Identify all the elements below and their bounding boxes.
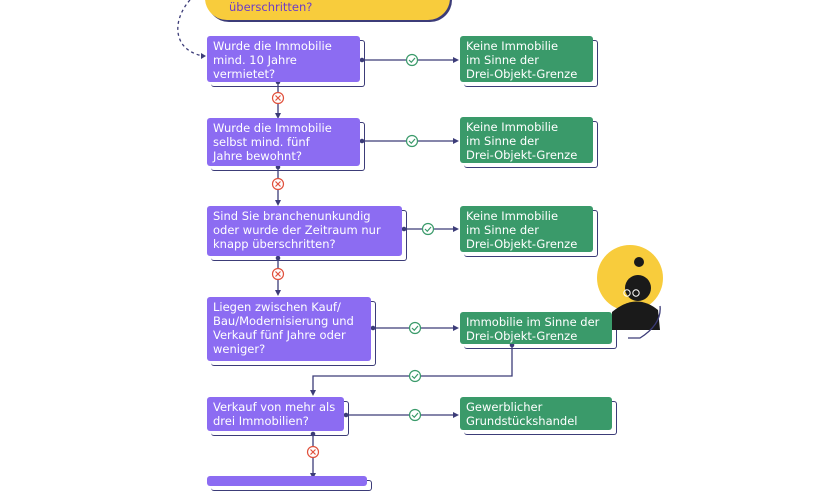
result-4-text: Immobilie im Sinne der Drei-Objekt-Grenz… <box>466 315 600 343</box>
check-icon <box>405 53 419 67</box>
question-3: Sind Sie branchenunkundig oder wurde der… <box>207 206 407 261</box>
check-icon <box>408 408 422 422</box>
cross-icon <box>271 177 285 191</box>
question-3-text: Sind Sie branchenunkundig oder wurde der… <box>213 209 381 251</box>
result-1: Keine Immobilie im Sinne der Drei-Objekt… <box>460 36 598 87</box>
question-4: Liegen zwischen Kauf/ Bau/Modernisierung… <box>207 297 376 366</box>
check-icons <box>405 53 435 422</box>
check-icon <box>421 222 435 236</box>
result-5-text: Gewerblicher Grundstückshandel <box>466 400 578 428</box>
cross-icon <box>271 91 285 105</box>
question-5: Verkauf von mehr als drei Immobilien? <box>207 397 349 436</box>
question-1-text: Wurde die Immobilie mind. 10 Jahre vermi… <box>213 39 332 81</box>
dashed-connector <box>177 0 204 57</box>
question-5-text: Verkauf von mehr als drei Immobilien? <box>213 400 336 428</box>
result-1-text: Keine Immobilie im Sinne der Drei-Objekt… <box>466 39 578 81</box>
result-2-text: Keine Immobilie im Sinne der Drei-Objekt… <box>466 120 578 162</box>
question-6-partial <box>207 476 372 491</box>
question-2: Wurde die Immobilie selbst mind. fünf Ja… <box>207 118 365 171</box>
cross-icon <box>306 445 320 459</box>
flowchart-connectors <box>177 0 663 479</box>
top-banner: überschritten? <box>205 0 450 20</box>
result-3-text: Keine Immobilie im Sinne der Drei-Objekt… <box>466 209 578 251</box>
result-3: Keine Immobilie im Sinne der Drei-Objekt… <box>460 206 598 257</box>
result-2: Keine Immobilie im Sinne der Drei-Objekt… <box>460 117 598 168</box>
check-icon <box>408 369 422 383</box>
question-1: Wurde die Immobilie mind. 10 Jahre vermi… <box>207 36 365 87</box>
check-icon <box>405 134 419 148</box>
question-4-text: Liegen zwischen Kauf/ Bau/Modernisierung… <box>213 300 354 356</box>
banner-text: überschritten? <box>229 0 313 14</box>
result-5: Gewerblicher Grundstückshandel <box>460 397 617 435</box>
result-4: Immobilie im Sinne der Drei-Objekt-Grenz… <box>460 312 617 349</box>
person-with-glasses-icon <box>597 245 663 339</box>
cross-icon <box>271 267 285 281</box>
cross-icons <box>271 91 320 459</box>
question-2-text: Wurde die Immobilie selbst mind. fünf Ja… <box>213 121 332 163</box>
check-icon <box>408 321 422 335</box>
